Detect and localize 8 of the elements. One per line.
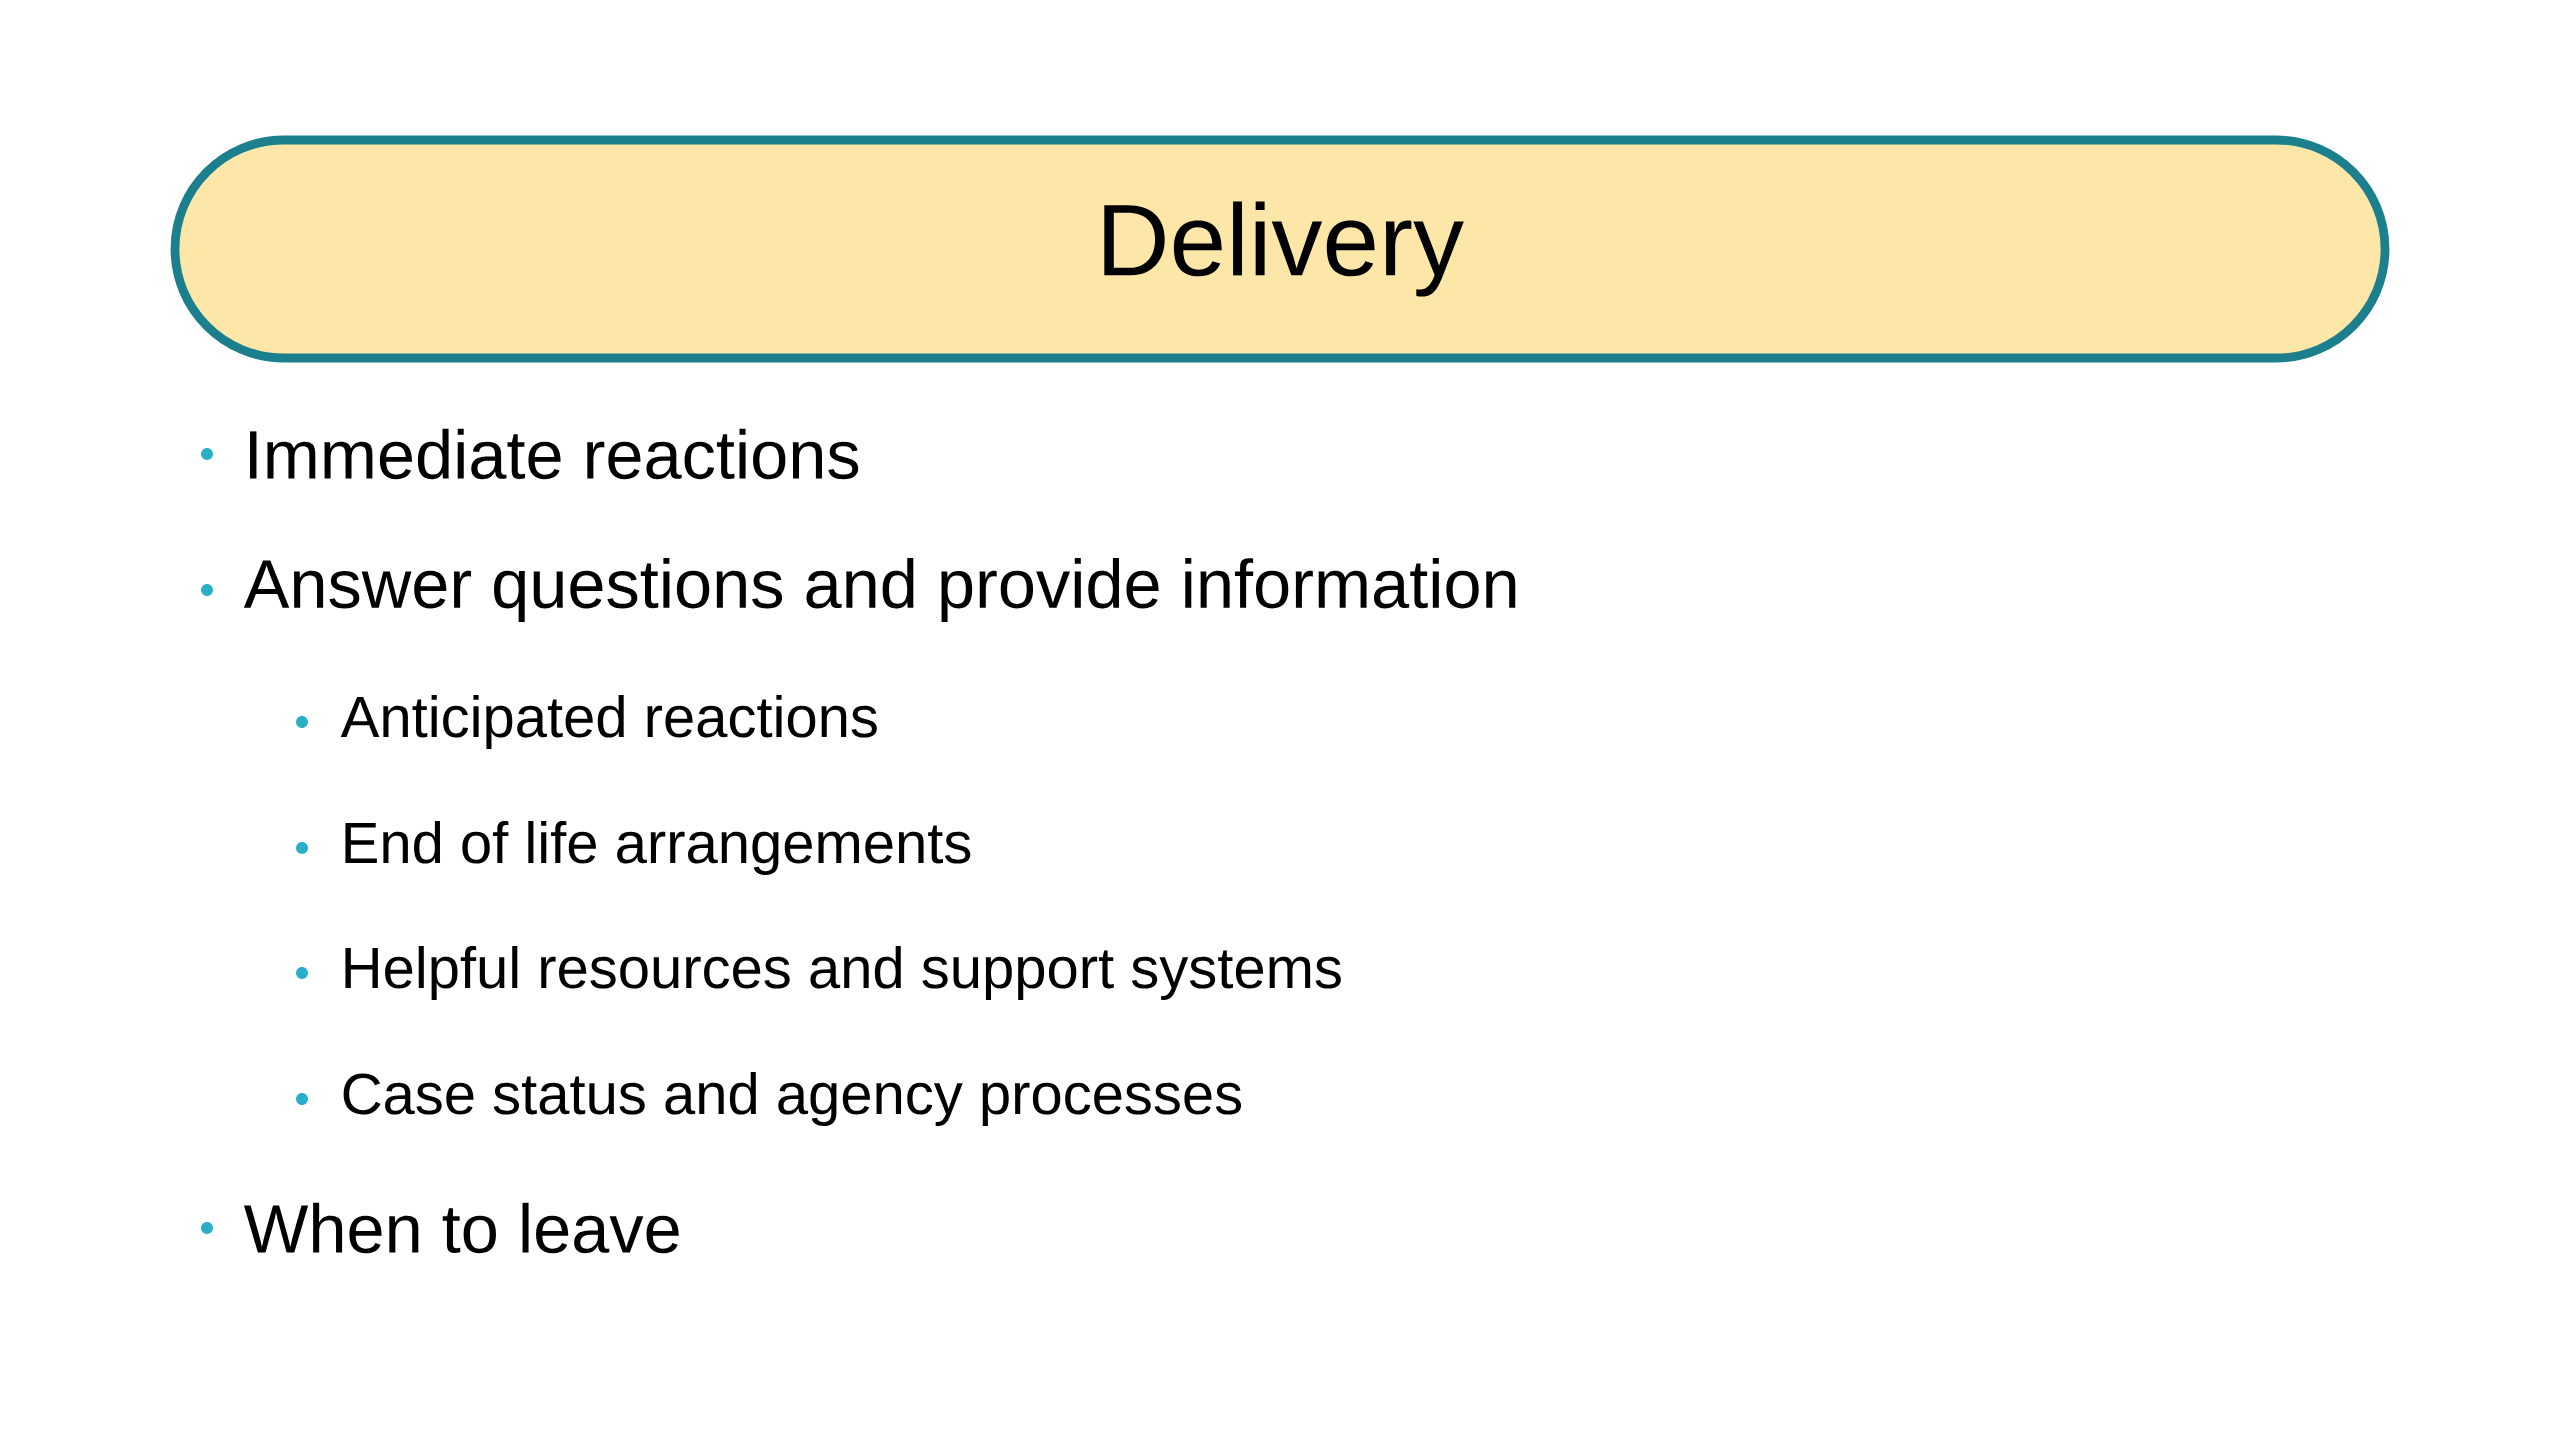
title-banner: Delivery [170, 135, 2390, 363]
bullet-text: Helpful resources and support systems [345, 946, 1341, 1000]
bullet-text: Immediate reactions [250, 428, 859, 480]
bullet-text: When to leave [244, 1202, 679, 1254]
bullet-text: Anticipated reactions [340, 695, 877, 749]
bullet-text: Case status and agency processes [343, 1072, 1242, 1127]
bullet-text: Answer questions and provide information [243, 558, 1516, 622]
bullet-text: End of life arrangements [345, 821, 971, 875]
